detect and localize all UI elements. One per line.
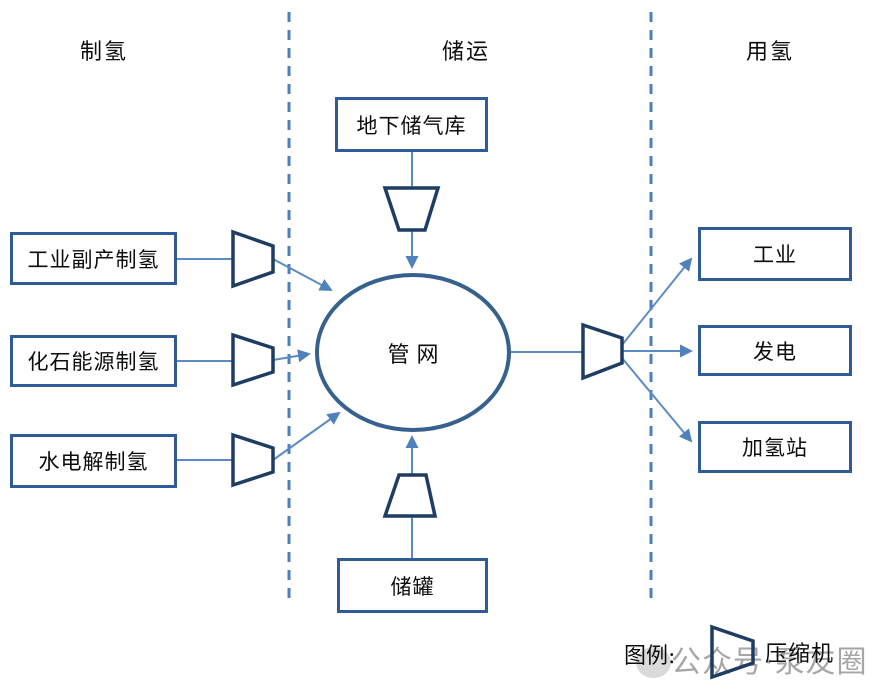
compressor-icon bbox=[382, 473, 438, 518]
arrow-to-station bbox=[621, 357, 693, 443]
compressor-symbols bbox=[231, 186, 624, 518]
compressor-legend-icon bbox=[710, 624, 755, 680]
watermark-text: 公众号·泵友圈 bbox=[671, 645, 868, 680]
node-underground-gas-storage: 地下储气库 bbox=[335, 97, 488, 152]
compressor-icon bbox=[231, 432, 275, 488]
arrow-connectors bbox=[272, 230, 693, 475]
node-water-electrolysis-hydrogen: 水电解制氢 bbox=[10, 434, 177, 488]
compressor-icon bbox=[231, 332, 275, 388]
node-pipe-network: 管 网 bbox=[315, 273, 511, 432]
compressor-icon bbox=[581, 322, 624, 381]
node-industry: 工业 bbox=[698, 227, 852, 281]
section-label-usage: 用氢 bbox=[745, 40, 794, 65]
arrow-industrial-to-network bbox=[272, 258, 333, 291]
section-label-production: 制氢 bbox=[79, 40, 128, 65]
plain-connectors bbox=[177, 152, 582, 558]
compressor-icon bbox=[231, 229, 275, 289]
node-hydrogen-refueling-station: 加氢站 bbox=[698, 421, 852, 473]
node-industrial-byproduct-hydrogen: 工业副产制氢 bbox=[10, 232, 177, 285]
arrow-fossil-to-network bbox=[272, 349, 311, 363]
node-fossil-energy-hydrogen: 化石能源制氢 bbox=[10, 335, 177, 387]
node-storage-tank: 储罐 bbox=[337, 558, 488, 613]
arrow-electrolysis-to-network bbox=[272, 411, 341, 461]
watermark-logo-circle bbox=[636, 647, 671, 678]
arrow-to-industry bbox=[621, 257, 693, 346]
node-power-generation: 发电 bbox=[698, 325, 852, 376]
section-label-storage-transport: 储运 bbox=[441, 40, 490, 65]
compressor-icon bbox=[382, 186, 441, 232]
legend-label: 图例: bbox=[624, 644, 676, 669]
legend-compressor-label: 压缩机 bbox=[765, 642, 835, 667]
